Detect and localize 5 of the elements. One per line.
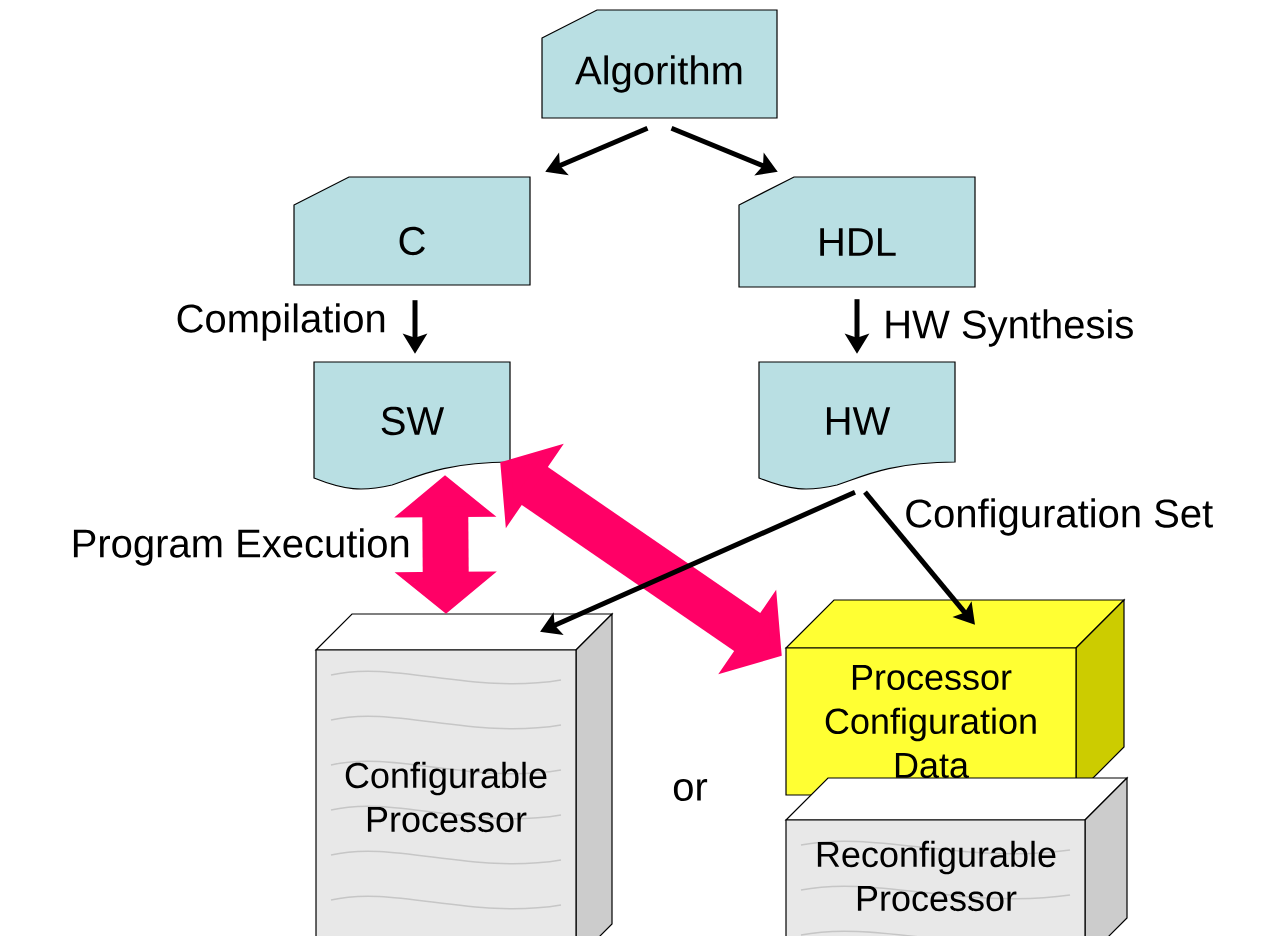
text-label: or [673, 779, 708, 801]
edge-label: Program Execution [73, 528, 409, 566]
edge-label: HW Synthesis [886, 309, 1133, 347]
edge-label: Configuration Set [906, 498, 1213, 536]
edge-label: Compilation [177, 303, 385, 341]
